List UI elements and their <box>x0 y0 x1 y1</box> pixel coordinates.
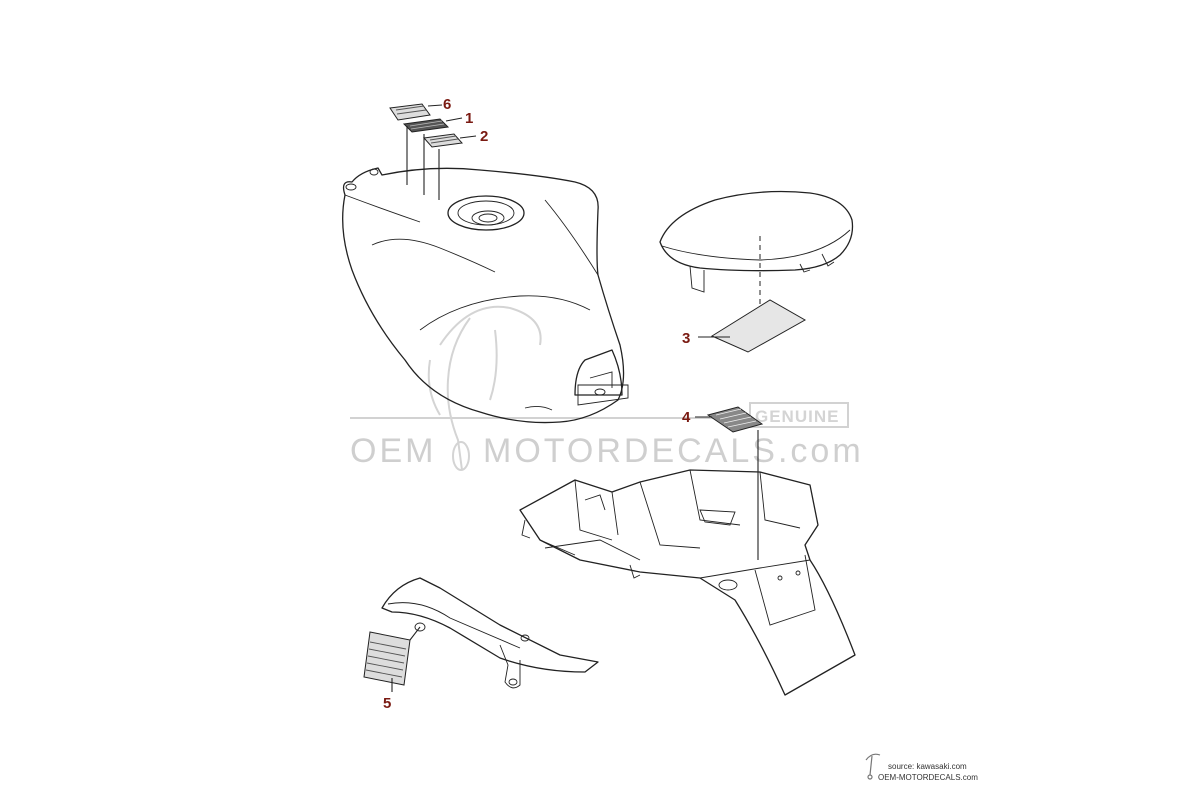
callout-3: 3 <box>682 330 690 347</box>
decal-1 <box>402 118 450 133</box>
watermark-oem-text: OEM <box>350 432 436 470</box>
decal-5 <box>363 631 411 686</box>
watermark-motordecals-text: MOTORDECALS.com <box>483 432 864 470</box>
decal-2 <box>423 133 463 148</box>
chain-guard <box>381 577 599 689</box>
callout-4: 4 <box>682 409 691 426</box>
callout-6: 6 <box>443 96 451 113</box>
rear-fender <box>519 469 856 696</box>
watermark-genuine-badge: GENUINE <box>755 407 839 426</box>
fuel-tank <box>342 167 629 424</box>
decal-3 <box>710 299 807 353</box>
callout-1: 1 <box>465 110 473 127</box>
callout-2: 2 <box>480 128 488 145</box>
callout-5: 5 <box>383 695 391 712</box>
seat-cowl <box>659 190 854 293</box>
decal-4 <box>706 406 764 433</box>
source-stamp: source: kawasaki.com OEM-MOTORDECALS.com <box>865 753 978 782</box>
rider-logo-icon <box>865 753 881 780</box>
source-line-1: source: kawasaki.com <box>888 762 967 771</box>
watermark-rider-logo <box>427 305 542 471</box>
watermark: GENUINE OEM MOTORDECALS.com <box>350 305 864 471</box>
decal-6 <box>389 103 431 121</box>
source-line-2: OEM-MOTORDECALS.com <box>878 773 978 782</box>
